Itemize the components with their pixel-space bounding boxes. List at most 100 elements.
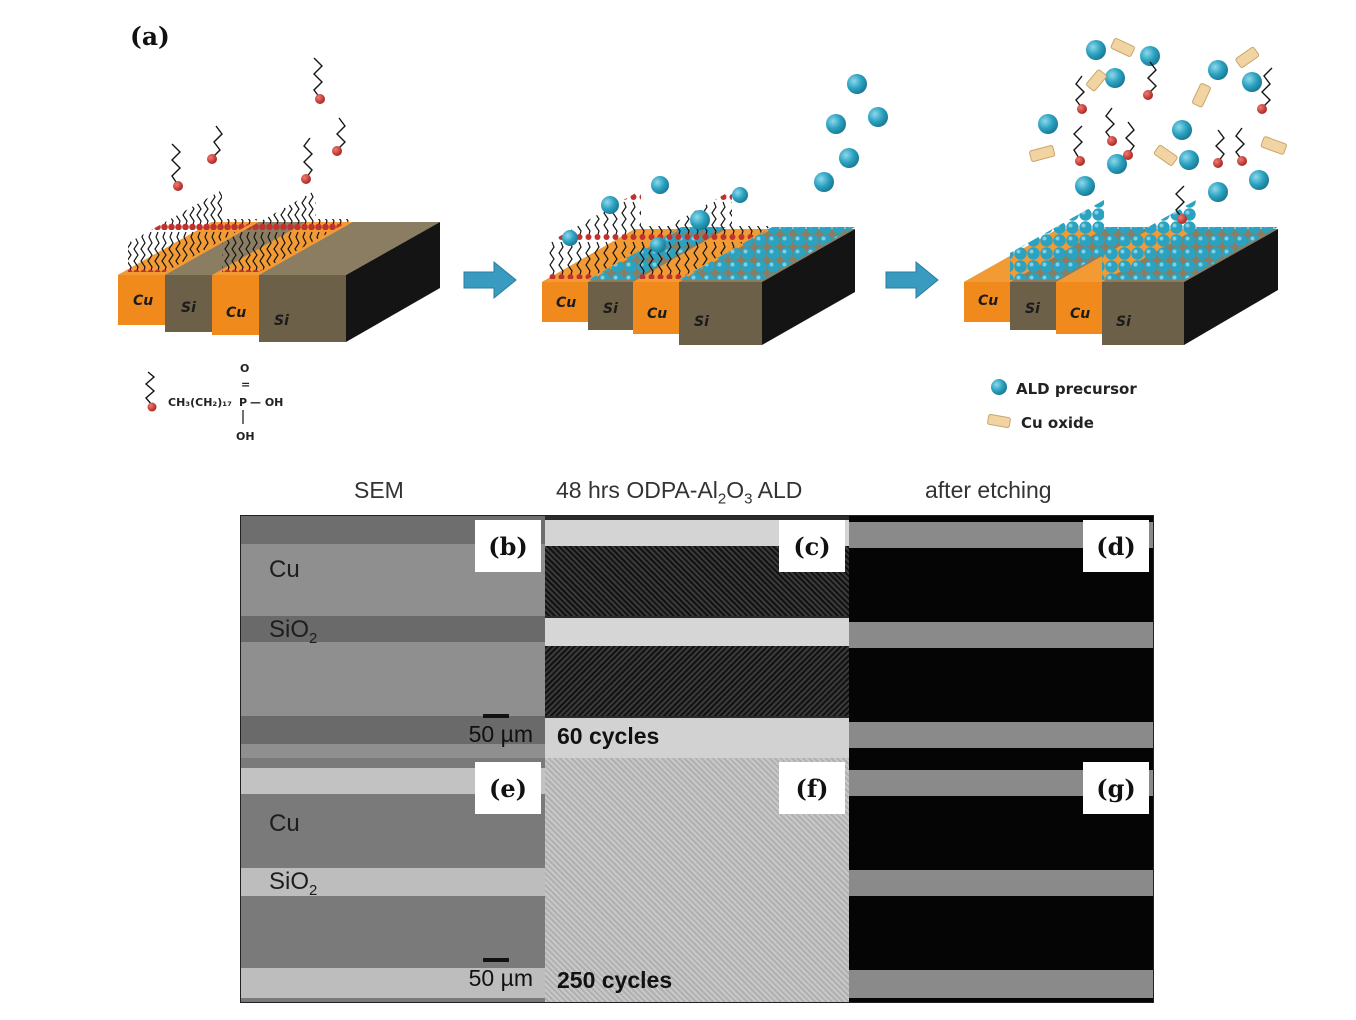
loose-molecule (301, 137, 313, 184)
loose-molecule (1175, 185, 1187, 224)
cu-oxide-flake (1191, 83, 1211, 108)
material-label-sio2: SiO2 (269, 616, 317, 647)
panel-d-label: (d) (1083, 520, 1149, 572)
cu-oxide-flake (1029, 145, 1056, 162)
column-header-ald-mid: O (726, 477, 745, 503)
process-arrow-1 (463, 260, 517, 300)
ald-precursor-ball (1242, 72, 1262, 92)
panel-g-label: (g) (1083, 762, 1149, 814)
layer-label-cu-2: Cu (647, 306, 667, 322)
ald-precursor-ball (651, 176, 669, 194)
layer-label-si-1: Si (603, 301, 618, 317)
scale-bar (483, 958, 509, 962)
ald-precursor-ball (1107, 154, 1127, 174)
ald-precursor-ball (690, 210, 710, 230)
panel-b-label: (b) (475, 520, 541, 572)
column-header-sem: SEM (354, 477, 404, 503)
panel-b-sem: (b) Cu SiO2 50 µm (241, 516, 546, 759)
ald-precursor-ball (1208, 182, 1228, 202)
layer-label-si-1: Si (181, 300, 196, 316)
panel-f-label: (f) (779, 762, 845, 814)
loose-molecule (1105, 107, 1117, 146)
material-label-cu: Cu (269, 810, 300, 837)
material-label-sio2-sub: 2 (309, 881, 318, 899)
legend-ald-precursor: ALD precursor (1016, 380, 1137, 398)
chem-oh-right: — OH (250, 396, 283, 409)
schematic-block-3: Cu Si Cu Si (964, 37, 1287, 345)
ald-precursor-ball (1179, 150, 1199, 170)
ald-precursor-icon (991, 379, 1007, 395)
ald-precursor-ball (562, 230, 578, 246)
ald-precursor-ball (1249, 170, 1269, 190)
chem-oh-bottom: OH (236, 430, 255, 443)
loose-molecule (1143, 61, 1157, 100)
schematic-block-1: Cu Si Cu Si (118, 57, 440, 342)
loose-molecule (1257, 67, 1273, 114)
scale-bar (483, 714, 509, 718)
molecule-chain-icon (144, 371, 156, 406)
ald-precursor-ball (1038, 114, 1058, 134)
ald-precursor-ball (1140, 46, 1160, 66)
cu-oxide-flake (1086, 69, 1107, 92)
panel-g-etched: (g) (849, 758, 1153, 1002)
column-header-etching: after etching (925, 477, 1052, 503)
cu-oxide-flake (1235, 46, 1260, 68)
loose-molecule (1075, 75, 1087, 114)
process-arrow-2 (885, 260, 939, 300)
ald-precursor-ball (1075, 176, 1095, 196)
chem-formula: CH₃(CH₂)₁₇ (168, 396, 232, 409)
loose-molecule (1123, 121, 1135, 160)
material-label-sio2: SiO2 (269, 868, 317, 899)
material-label-sio2-sub: 2 (309, 629, 318, 647)
layer-label-cu-1: Cu (978, 293, 998, 309)
panel-e-sem: (e) Cu SiO2 50 µm (241, 758, 546, 1002)
layer-label-si-2: Si (1116, 314, 1131, 330)
panel-f-ald-250: (f) 250 cycles (545, 758, 850, 1002)
ald-precursor-ball (839, 148, 859, 168)
layer-label-cu-2: Cu (1070, 306, 1090, 322)
layer-label-cu-2: Cu (226, 305, 246, 321)
material-label-sio2-text: SiO (269, 868, 310, 895)
ald-precursor-ball (601, 196, 619, 214)
column-header-ald-prefix: 48 hrs ODPA-Al (556, 477, 718, 503)
ald-precursor-ball (826, 114, 846, 134)
chem-p: P (239, 396, 247, 409)
ald-precursor-ball (1208, 60, 1228, 80)
panel-c-label: (c) (779, 520, 845, 572)
loose-molecule (332, 117, 346, 156)
ald-precursor-ball (1105, 68, 1125, 88)
cu-oxide-flake (1110, 37, 1135, 57)
layer-label-si-1: Si (1025, 301, 1040, 317)
schematic-legend: ALD precursor Cu oxide (987, 379, 1137, 432)
legend-cu-oxide: Cu oxide (1021, 414, 1094, 432)
chem-double-bond: = (241, 378, 250, 391)
loose-molecule (1073, 125, 1085, 166)
layer-label-si-2: Si (274, 313, 289, 329)
layer-label-cu-1: Cu (133, 293, 153, 309)
ald-precursor-ball (814, 172, 834, 192)
panel-d-etched: (d) (849, 516, 1153, 759)
panel-c-ald-60: (c) 60 cycles (545, 516, 850, 759)
headgroup-icon (147, 402, 157, 412)
layer-label-cu-1: Cu (556, 295, 576, 311)
cu-oxide-flake (1153, 144, 1178, 166)
panel-a-label: (a) (130, 22, 170, 51)
loose-molecule (313, 57, 325, 104)
loose-molecule (1235, 127, 1247, 166)
cycles-label-60: 60 cycles (557, 723, 660, 749)
column-header-ald-sub2: 3 (744, 490, 753, 508)
scale-label: 50 µm (468, 965, 533, 991)
column-header-ald-sub1: 2 (717, 490, 727, 508)
ald-precursor-ball (732, 187, 748, 203)
schematic-block-2: Cu Si Cu Si (542, 74, 888, 345)
material-label-cu: Cu (269, 556, 300, 583)
column-header-ald: 48 hrs ODPA-Al2O3 ALD (556, 477, 802, 508)
ald-precursor-ball (847, 74, 867, 94)
odpa-structure: O = CH₃(CH₂)₁₇ P — OH OH (144, 362, 283, 443)
cu-oxide-icon (987, 413, 1011, 429)
cycles-label-250: 250 cycles (557, 967, 673, 993)
material-label-sio2-text: SiO (269, 616, 310, 643)
ald-precursor-ball (650, 237, 666, 253)
micrograph-grid: (b) Cu SiO2 50 µm (c) 60 cycles (d) (240, 515, 1154, 1003)
